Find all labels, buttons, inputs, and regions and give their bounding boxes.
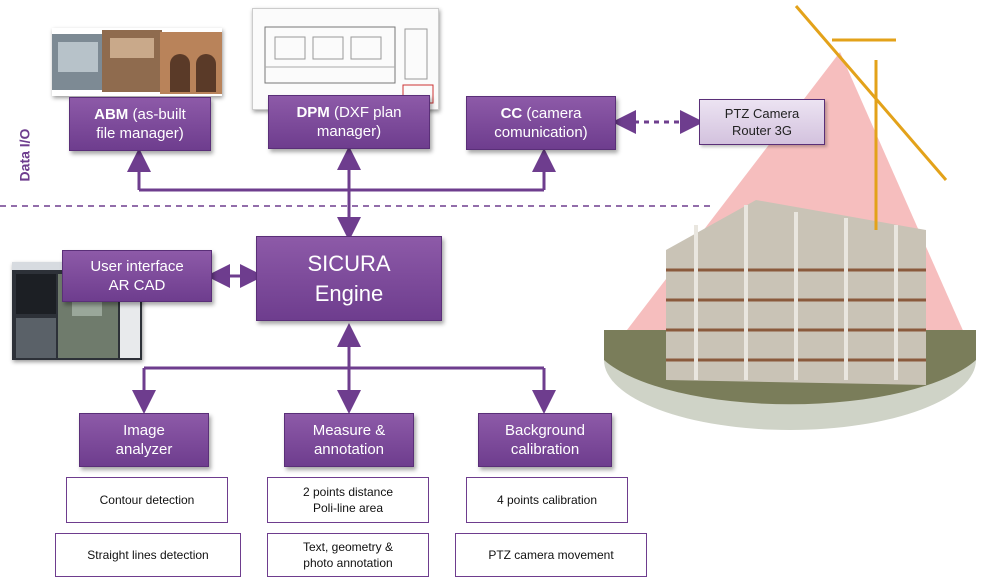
dpm-title: DPM <box>296 104 330 121</box>
image-line2: analyzer <box>115 441 173 458</box>
feature-distance-area: 2 points distance Poli-line area <box>267 477 429 523</box>
cc-title: CC <box>500 105 523 122</box>
abm-line2: file manager) <box>96 125 184 142</box>
measure-annotation-box: Measure & annotation <box>284 413 414 467</box>
background-line2: calibration <box>510 441 580 458</box>
engine-line1: SICURA <box>307 250 391 276</box>
image-analyzer-box: Image analyzer <box>79 413 209 467</box>
engine-line2: Engine <box>314 280 384 306</box>
cc-title-rest: (camera <box>526 105 582 122</box>
ptz-line2: Router 3G <box>732 123 792 138</box>
dpm-box: DPM (DXF plan manager) <box>268 95 430 149</box>
ptz-line1: PTZ Camera <box>724 106 800 121</box>
abm-box: ABM (as-built file manager) <box>69 97 211 151</box>
data-io-label: Data I/O <box>16 128 32 182</box>
sicura-engine-box: SICURA Engine <box>256 236 442 321</box>
abm-title-rest: (as-built <box>132 106 186 123</box>
ui-line1: User interface <box>90 258 184 275</box>
feature-straight-lines-detection: Straight lines detection <box>55 533 241 577</box>
feature-text-geometry-photo-annotation: Text, geometry & photo annotation <box>267 533 429 577</box>
dxf-plan-thumbnail <box>252 8 439 110</box>
image-line1: Image <box>123 422 165 439</box>
feature-ptz-camera-movement: PTZ camera movement <box>455 533 647 577</box>
background-calibration-box: Background calibration <box>478 413 612 467</box>
dpm-title-rest: (DXF plan <box>333 104 402 121</box>
measure-line2: annotation <box>313 441 385 458</box>
measure-line1: Measure & <box>312 422 386 439</box>
construction-site-photo <box>596 0 981 430</box>
background-line1: Background <box>504 422 586 439</box>
ptz-camera-box: PTZ Camera Router 3G <box>699 99 825 145</box>
feature-four-points-calibration: 4 points calibration <box>466 477 628 523</box>
user-interface-box: User interface AR CAD <box>62 250 212 302</box>
cc-line2: comunication) <box>494 124 588 141</box>
abm-photo-thumbnails <box>52 28 222 96</box>
ui-line2: AR CAD <box>108 277 166 294</box>
abm-title: ABM <box>94 106 129 123</box>
dpm-line2: manager) <box>316 123 382 140</box>
cc-box: CC (camera comunication) <box>466 96 616 150</box>
feature-contour-detection: Contour detection <box>66 477 228 523</box>
